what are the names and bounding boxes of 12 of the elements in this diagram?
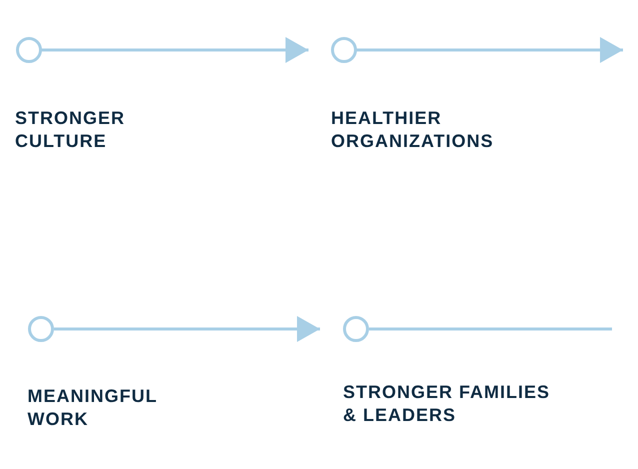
circle-marker [343,316,369,342]
arrow [54,316,320,342]
milestone-label: MEANINGFUL WORK [28,385,158,431]
milestone-label: HEALTHIER ORGANIZATIONS [331,107,495,153]
milestone-label: STRONGER FAMILIES & LEADERS [343,381,552,427]
arrow [356,37,623,63]
connector-line [369,328,612,330]
circle-marker [16,37,42,63]
circle-marker [28,316,54,342]
circle-marker [330,37,356,63]
milestone-label: STRONGER CULTURE [15,107,126,153]
arrow [42,37,308,63]
